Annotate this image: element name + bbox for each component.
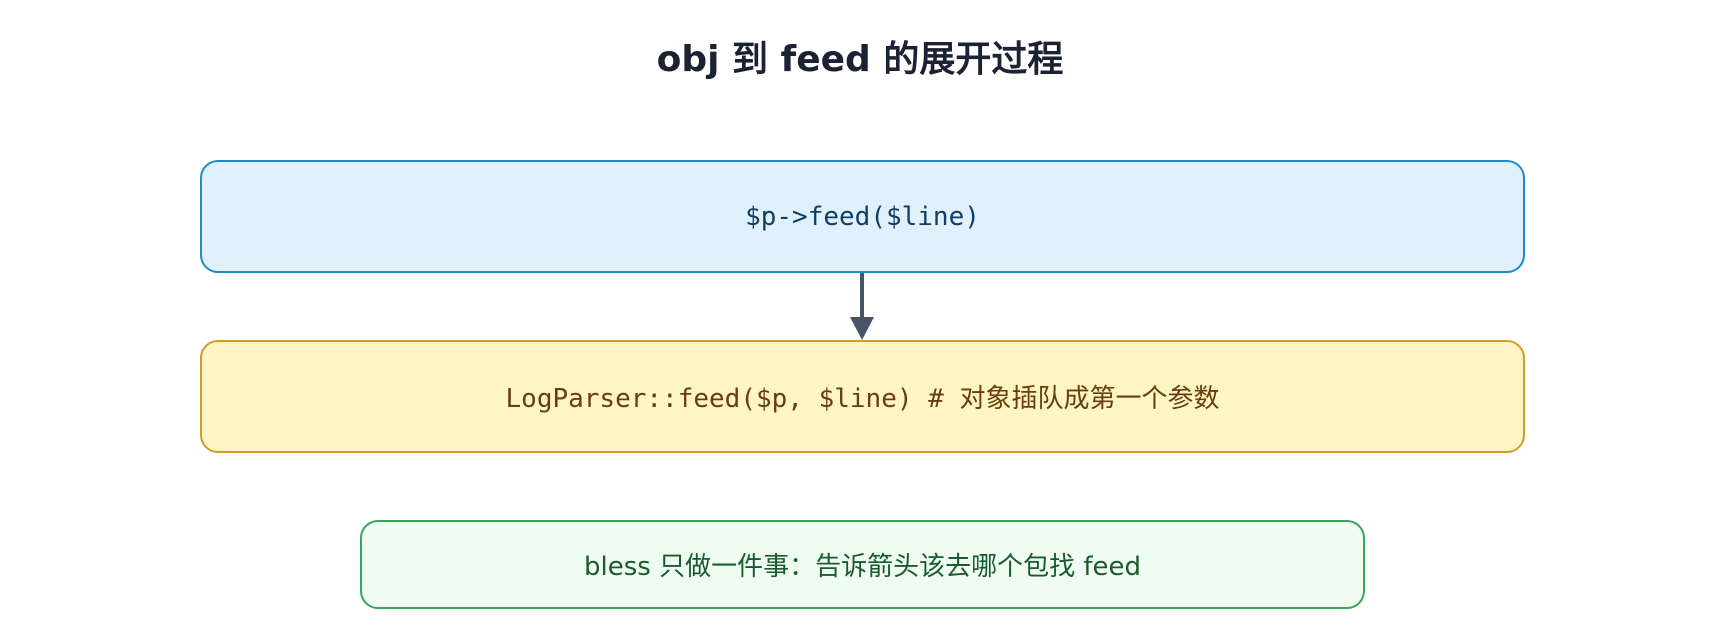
- method-call-box: $p->feed($line): [200, 160, 1525, 273]
- flow-arrow-head: [850, 317, 874, 340]
- diagram-title: obj 到 feed 的展开过程: [656, 39, 1064, 80]
- expanded-call-box: LogParser::feed($p, $line) # 对象插队成第一个参数: [200, 340, 1525, 453]
- expanded-call-text: LogParser::feed($p, $line) # 对象插队成第一个参数: [505, 384, 1220, 414]
- bless-note-box: bless 只做一件事：告诉箭头该去哪个包找 feed: [360, 520, 1365, 609]
- method-call-text: $p->feed($line): [745, 201, 980, 232]
- bless-note-text: bless 只做一件事：告诉箭头该去哪个包找 feed: [584, 552, 1141, 582]
